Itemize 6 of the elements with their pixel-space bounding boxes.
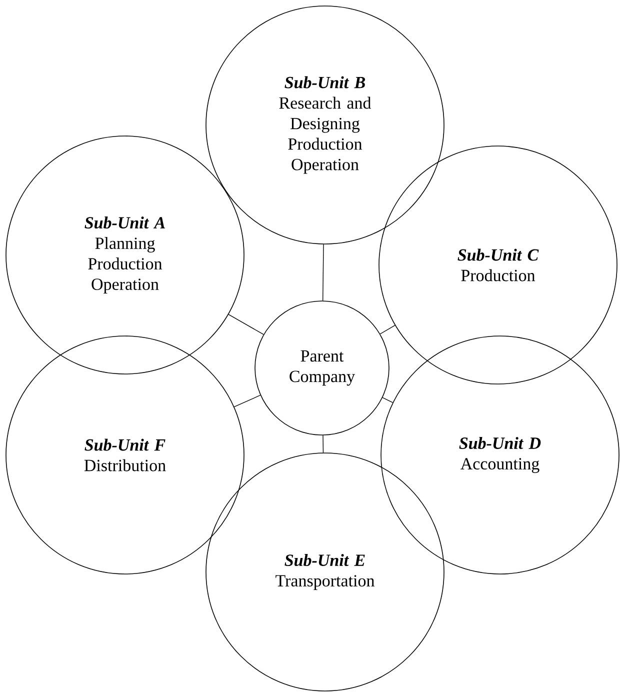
connector-line [322,244,324,301]
connector-line [234,394,261,408]
connector-line [228,314,264,335]
connector-line [380,324,396,334]
connector-line [382,397,394,403]
connector-line [322,435,324,453]
